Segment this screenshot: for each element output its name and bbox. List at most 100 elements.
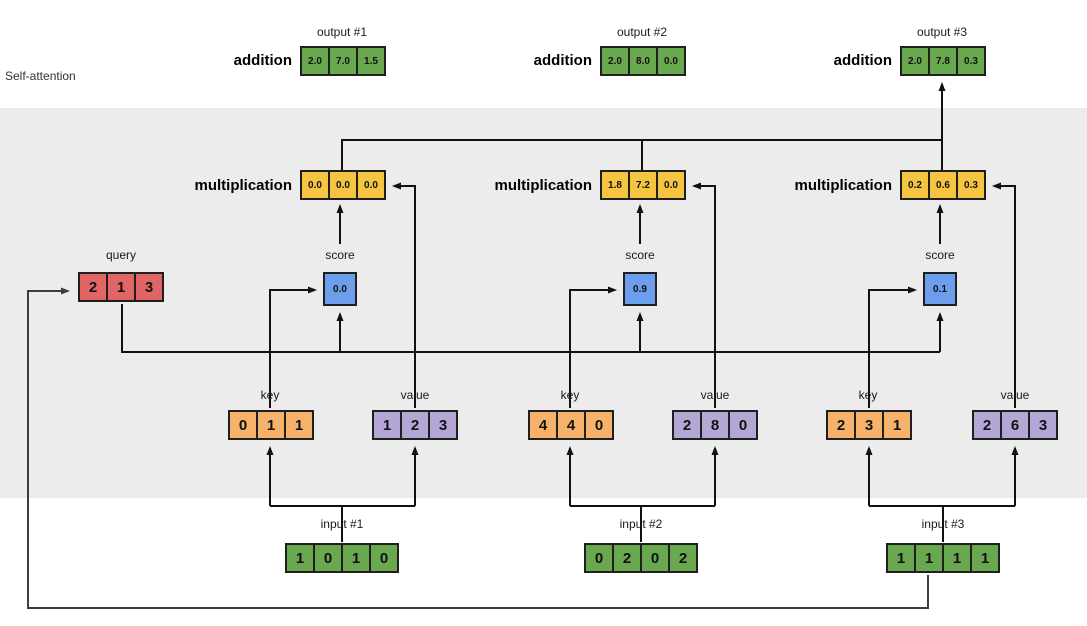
vector-cell: 0 [584,543,614,573]
output-1-label: output #1 [316,25,368,39]
vector-cell: 2 [672,410,702,440]
vector-cell: 3 [854,410,884,440]
input-branch-lines [270,505,1015,542]
multiplication-collector-line [341,139,942,170]
vector-cell: 3 [1028,410,1058,440]
vector-cell: 0.0 [328,170,358,200]
vector-cell: 2.0 [300,46,330,76]
arrow-key3-to-score3 [868,286,917,408]
vector-cell: 2.0 [600,46,630,76]
vector-cell: 0.6 [928,170,958,200]
output-2-label: output #2 [616,25,668,39]
vector-cell: 2 [668,543,698,573]
key-1-label: key [260,388,280,402]
vector-cell: 3 [428,410,458,440]
vector-cell: 4 [556,410,586,440]
score-2-label: score [625,248,655,262]
vector-cell: 1 [882,410,912,440]
input-2-label: input #2 [619,517,663,531]
arrow-key2-to-score2 [569,286,617,408]
vector-cell: 1 [341,543,371,573]
vector-cell: 1.5 [356,46,386,76]
vector-cell: 8 [700,410,730,440]
value-2-label: value [700,388,730,402]
vector-cell: 2.0 [900,46,930,76]
score-3-label: score [925,248,955,262]
vector-cell: 0.3 [956,170,986,200]
vector-cell: 3 [134,272,164,302]
key-2-label: key [560,388,580,402]
vector-cell: 1 [886,543,916,573]
query-label: query [105,248,137,262]
vector-cell: 0.0 [356,170,386,200]
input-1-label: input #1 [320,517,364,531]
vector-cell: 0 [369,543,399,573]
vector-cell: 6 [1000,410,1030,440]
vector-cell: 1.8 [600,170,630,200]
addition-3-label: addition [833,52,892,69]
vector-cell: 0 [228,410,258,440]
arrow-value2-to-mult2 [692,182,716,408]
vector-cell: 8.0 [628,46,658,76]
vector-cell: 0.0 [656,170,686,200]
vector-cell: 1 [942,543,972,573]
section-label: Self-attention [5,69,76,83]
vector-cell: 1 [285,543,315,573]
vector-cell: 0 [313,543,343,573]
vector-cell: 4 [528,410,558,440]
vector-cell: 0 [640,543,670,573]
arrow-value1-to-mult1 [392,182,416,408]
score-2-box: 0.9 [623,272,657,306]
vector-cell: 1 [106,272,136,302]
value-1-label: value [400,388,430,402]
vector-cell: 7.8 [928,46,958,76]
multiplication-2-label: multiplication [494,177,593,194]
arrow-value3-to-mult3 [992,182,1016,408]
vector-cell: 1 [284,410,314,440]
vector-cell: 0.0 [300,170,330,200]
key-3-label: key [858,388,878,402]
multiplication-1-label: multiplication [194,177,293,194]
vector-cell: 2 [972,410,1002,440]
score-1-label: score [325,248,355,262]
vector-cell: 0.0 [656,46,686,76]
vector-cell: 1 [372,410,402,440]
vector-cell: 0 [728,410,758,440]
vector-cell: 1 [970,543,1000,573]
vector-cell: 0.2 [900,170,930,200]
vector-cell: 2 [826,410,856,440]
arrow-key1-to-score1 [269,286,317,408]
addition-1-label: addition [233,52,292,69]
vector-cell: 2 [78,272,108,302]
vector-cell: 2 [400,410,430,440]
vector-cell: 7.2 [628,170,658,200]
vector-cell: 7.0 [328,46,358,76]
query-distribution-line [121,304,940,353]
vector-cell: 1 [256,410,286,440]
vector-cell: 2 [612,543,642,573]
addition-2-label: addition [533,52,592,69]
multiplication-3-label: multiplication [794,177,893,194]
input-3-label: input #3 [921,517,965,531]
output-3-label: output #3 [916,25,968,39]
score-3-box: 0.1 [923,272,957,306]
vector-cell: 0.3 [956,46,986,76]
vector-cell: 0 [584,410,614,440]
arrow-input3-to-query-loop [27,287,929,609]
